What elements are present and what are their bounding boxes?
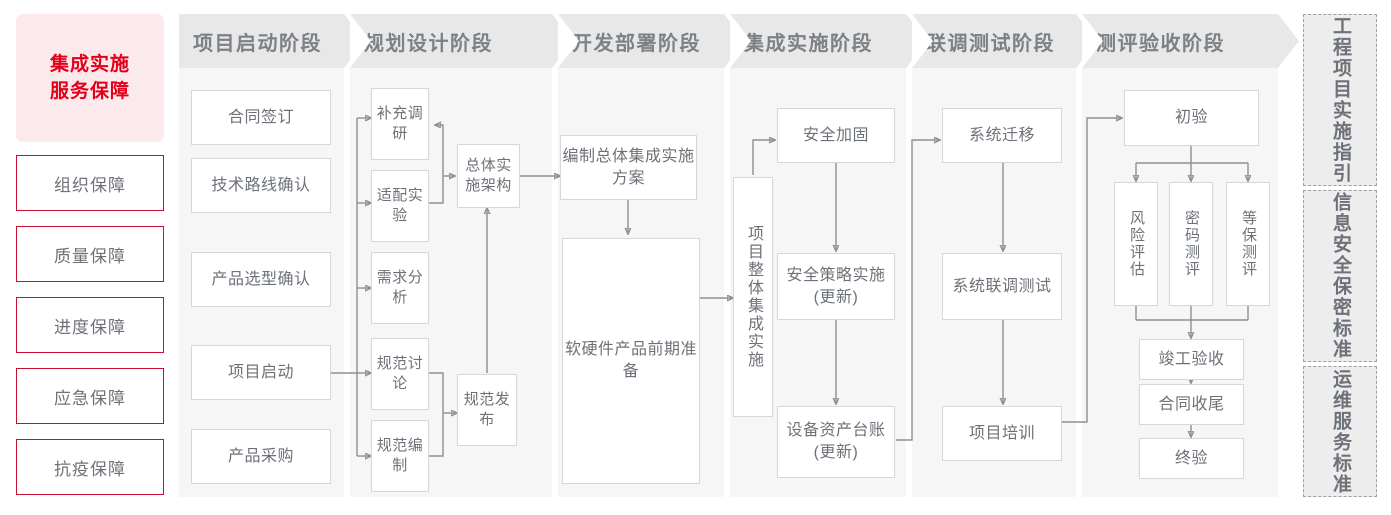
node-label: 合同签订 <box>227 108 294 126</box>
node-label: 软硬件产品前期准备 <box>564 341 697 380</box>
node-label: 合同收尾 <box>1158 395 1225 413</box>
phase-header-5[interactable]: 联调测试阶段 <box>912 14 1076 68</box>
phase-notch-6 <box>1082 14 1103 68</box>
node-label: 系统迁移 <box>968 126 1035 144</box>
node-label: 产品采购 <box>227 447 294 465</box>
node-overall-implementation-architecture[interactable]: 总体实施架构 <box>457 144 520 208</box>
node-final-acceptance[interactable]: 终验 <box>1139 438 1244 479</box>
node-product-purchase[interactable]: 产品采购 <box>191 429 331 484</box>
node-label: 设备资产台账(更新) <box>786 422 886 461</box>
node-contract-closeout[interactable]: 合同收尾 <box>1139 384 1244 425</box>
guarantee-label: 应急保障 <box>54 388 126 408</box>
node-label: 适配实验 <box>376 187 424 224</box>
node-label: 规范讨论 <box>376 355 424 392</box>
node-label: 规范发布 <box>463 391 511 428</box>
phase-header-6[interactable]: 测评验收阶段 <box>1082 14 1278 68</box>
standard-label: 信息安全保密标准 <box>1330 192 1351 360</box>
node-label: 初验 <box>1174 109 1208 126</box>
node-spec-release[interactable]: 规范发布 <box>457 374 517 446</box>
node-completion-acceptance[interactable]: 竣工验收 <box>1139 339 1244 380</box>
node-classified-protection-evaluation[interactable]: 等保测评 <box>1226 182 1270 306</box>
standard-panel-engineering-guideline[interactable]: 工程项目实施指引 <box>1303 14 1377 186</box>
node-label: 项目启动 <box>227 363 294 381</box>
node-label: 需求分析 <box>376 269 424 306</box>
phase-notch-5 <box>912 14 933 68</box>
standard-label: 工程项目实施指引 <box>1330 16 1351 184</box>
node-label: 编制总体集成实施方案 <box>562 147 695 187</box>
guarantee-item-organization[interactable]: 组织保障 <box>16 155 164 211</box>
node-adaptation-experiment[interactable]: 适配实验 <box>371 170 429 242</box>
node-label: 技术路线确认 <box>211 176 311 194</box>
node-risk-assessment[interactable]: 风险评估 <box>1114 182 1158 306</box>
guarantee-label: 组织保障 <box>54 175 126 195</box>
guarantee-label: 抗疫保障 <box>54 459 126 479</box>
node-label: 风险评估 <box>1128 210 1145 278</box>
standard-panel-infosec-confidentiality[interactable]: 信息安全保密标准 <box>1303 190 1377 362</box>
phase-title: 测评验收阶段 <box>1096 32 1225 55</box>
guarantee-item-quality[interactable]: 质量保障 <box>16 226 164 282</box>
phase-header-3[interactable]: 开发部署阶段 <box>558 14 724 68</box>
phase-notch-4 <box>730 14 751 68</box>
node-spec-discussion[interactable]: 规范讨论 <box>371 338 429 410</box>
node-label: 规范编制 <box>376 437 424 474</box>
hero-line-1: 集成实施 <box>49 54 130 75</box>
node-label: 项目培训 <box>968 424 1035 442</box>
hero-panel: 集成实施 服务保障 <box>16 14 164 142</box>
node-label: 竣工验收 <box>1158 350 1225 368</box>
node-label: 安全加固 <box>802 126 869 144</box>
guarantee-item-schedule[interactable]: 进度保障 <box>16 297 164 353</box>
node-project-kickoff[interactable]: 项目启动 <box>191 345 331 400</box>
phase-title: 集成实施阶段 <box>744 32 873 55</box>
standard-label: 运维服务标准 <box>1330 368 1351 495</box>
node-cryptography-evaluation[interactable]: 密码测评 <box>1169 182 1213 306</box>
node-label: 系统联调测试 <box>952 277 1052 295</box>
node-label: 安全策略实施(更新) <box>786 266 886 306</box>
node-overall-integration-plan[interactable]: 编制总体集成实施方案 <box>560 135 697 200</box>
node-label: 总体实施架构 <box>465 157 512 194</box>
node-asset-ledger-update[interactable]: 设备资产台账(更新) <box>777 406 895 478</box>
node-security-hardening[interactable]: 安全加固 <box>777 108 895 163</box>
hero-line-2: 服务保障 <box>49 81 130 102</box>
node-label: 补充调研 <box>376 105 424 142</box>
phase-notch-3 <box>558 14 579 68</box>
node-supplementary-survey[interactable]: 补充调研 <box>371 88 429 160</box>
node-label: 产品选型确认 <box>211 270 311 288</box>
phase-header-1[interactable]: 项目启动阶段 <box>179 14 344 68</box>
node-product-selection-confirm[interactable]: 产品选型确认 <box>191 252 331 307</box>
node-label: 项目整体集成实施 <box>745 225 762 369</box>
guarantee-item-emergency[interactable]: 应急保障 <box>16 368 164 424</box>
node-overall-project-integration[interactable]: 项目整体集成实施 <box>733 177 773 417</box>
node-contract-signing[interactable]: 合同签订 <box>191 90 331 145</box>
node-system-joint-debug-test[interactable]: 系统联调测试 <box>942 253 1062 320</box>
phase-title: 规划设计阶段 <box>364 32 493 55</box>
node-requirement-analysis[interactable]: 需求分析 <box>371 252 429 324</box>
phase-chevron-6 <box>1278 14 1299 68</box>
phase-header-2[interactable]: 规划设计阶段 <box>350 14 552 68</box>
node-label: 等保测评 <box>1240 210 1257 278</box>
node-preliminary-acceptance[interactable]: 初验 <box>1124 90 1259 146</box>
phase-title: 联调测试阶段 <box>926 32 1055 55</box>
phase-notch-2 <box>350 14 371 68</box>
node-label: 密码测评 <box>1183 210 1200 278</box>
guarantee-item-epidemic[interactable]: 抗疫保障 <box>16 439 164 495</box>
standard-panel-om-service[interactable]: 运维服务标准 <box>1303 366 1377 497</box>
node-system-migration[interactable]: 系统迁移 <box>942 108 1062 163</box>
guarantee-label: 进度保障 <box>54 317 126 337</box>
phase-title: 项目启动阶段 <box>193 32 322 55</box>
guarantee-label: 质量保障 <box>54 246 126 266</box>
phase-title: 开发部署阶段 <box>572 32 701 55</box>
node-project-training[interactable]: 项目培训 <box>942 406 1062 461</box>
node-security-policy-update[interactable]: 安全策略实施(更新) <box>777 253 895 320</box>
node-hw-sw-preparation[interactable]: 软硬件产品前期准备 <box>562 238 700 484</box>
node-label: 终验 <box>1174 449 1208 467</box>
phase-header-4[interactable]: 集成实施阶段 <box>730 14 906 68</box>
node-spec-drafting[interactable]: 规范编制 <box>371 420 429 492</box>
node-tech-route-confirm[interactable]: 技术路线确认 <box>191 158 331 213</box>
